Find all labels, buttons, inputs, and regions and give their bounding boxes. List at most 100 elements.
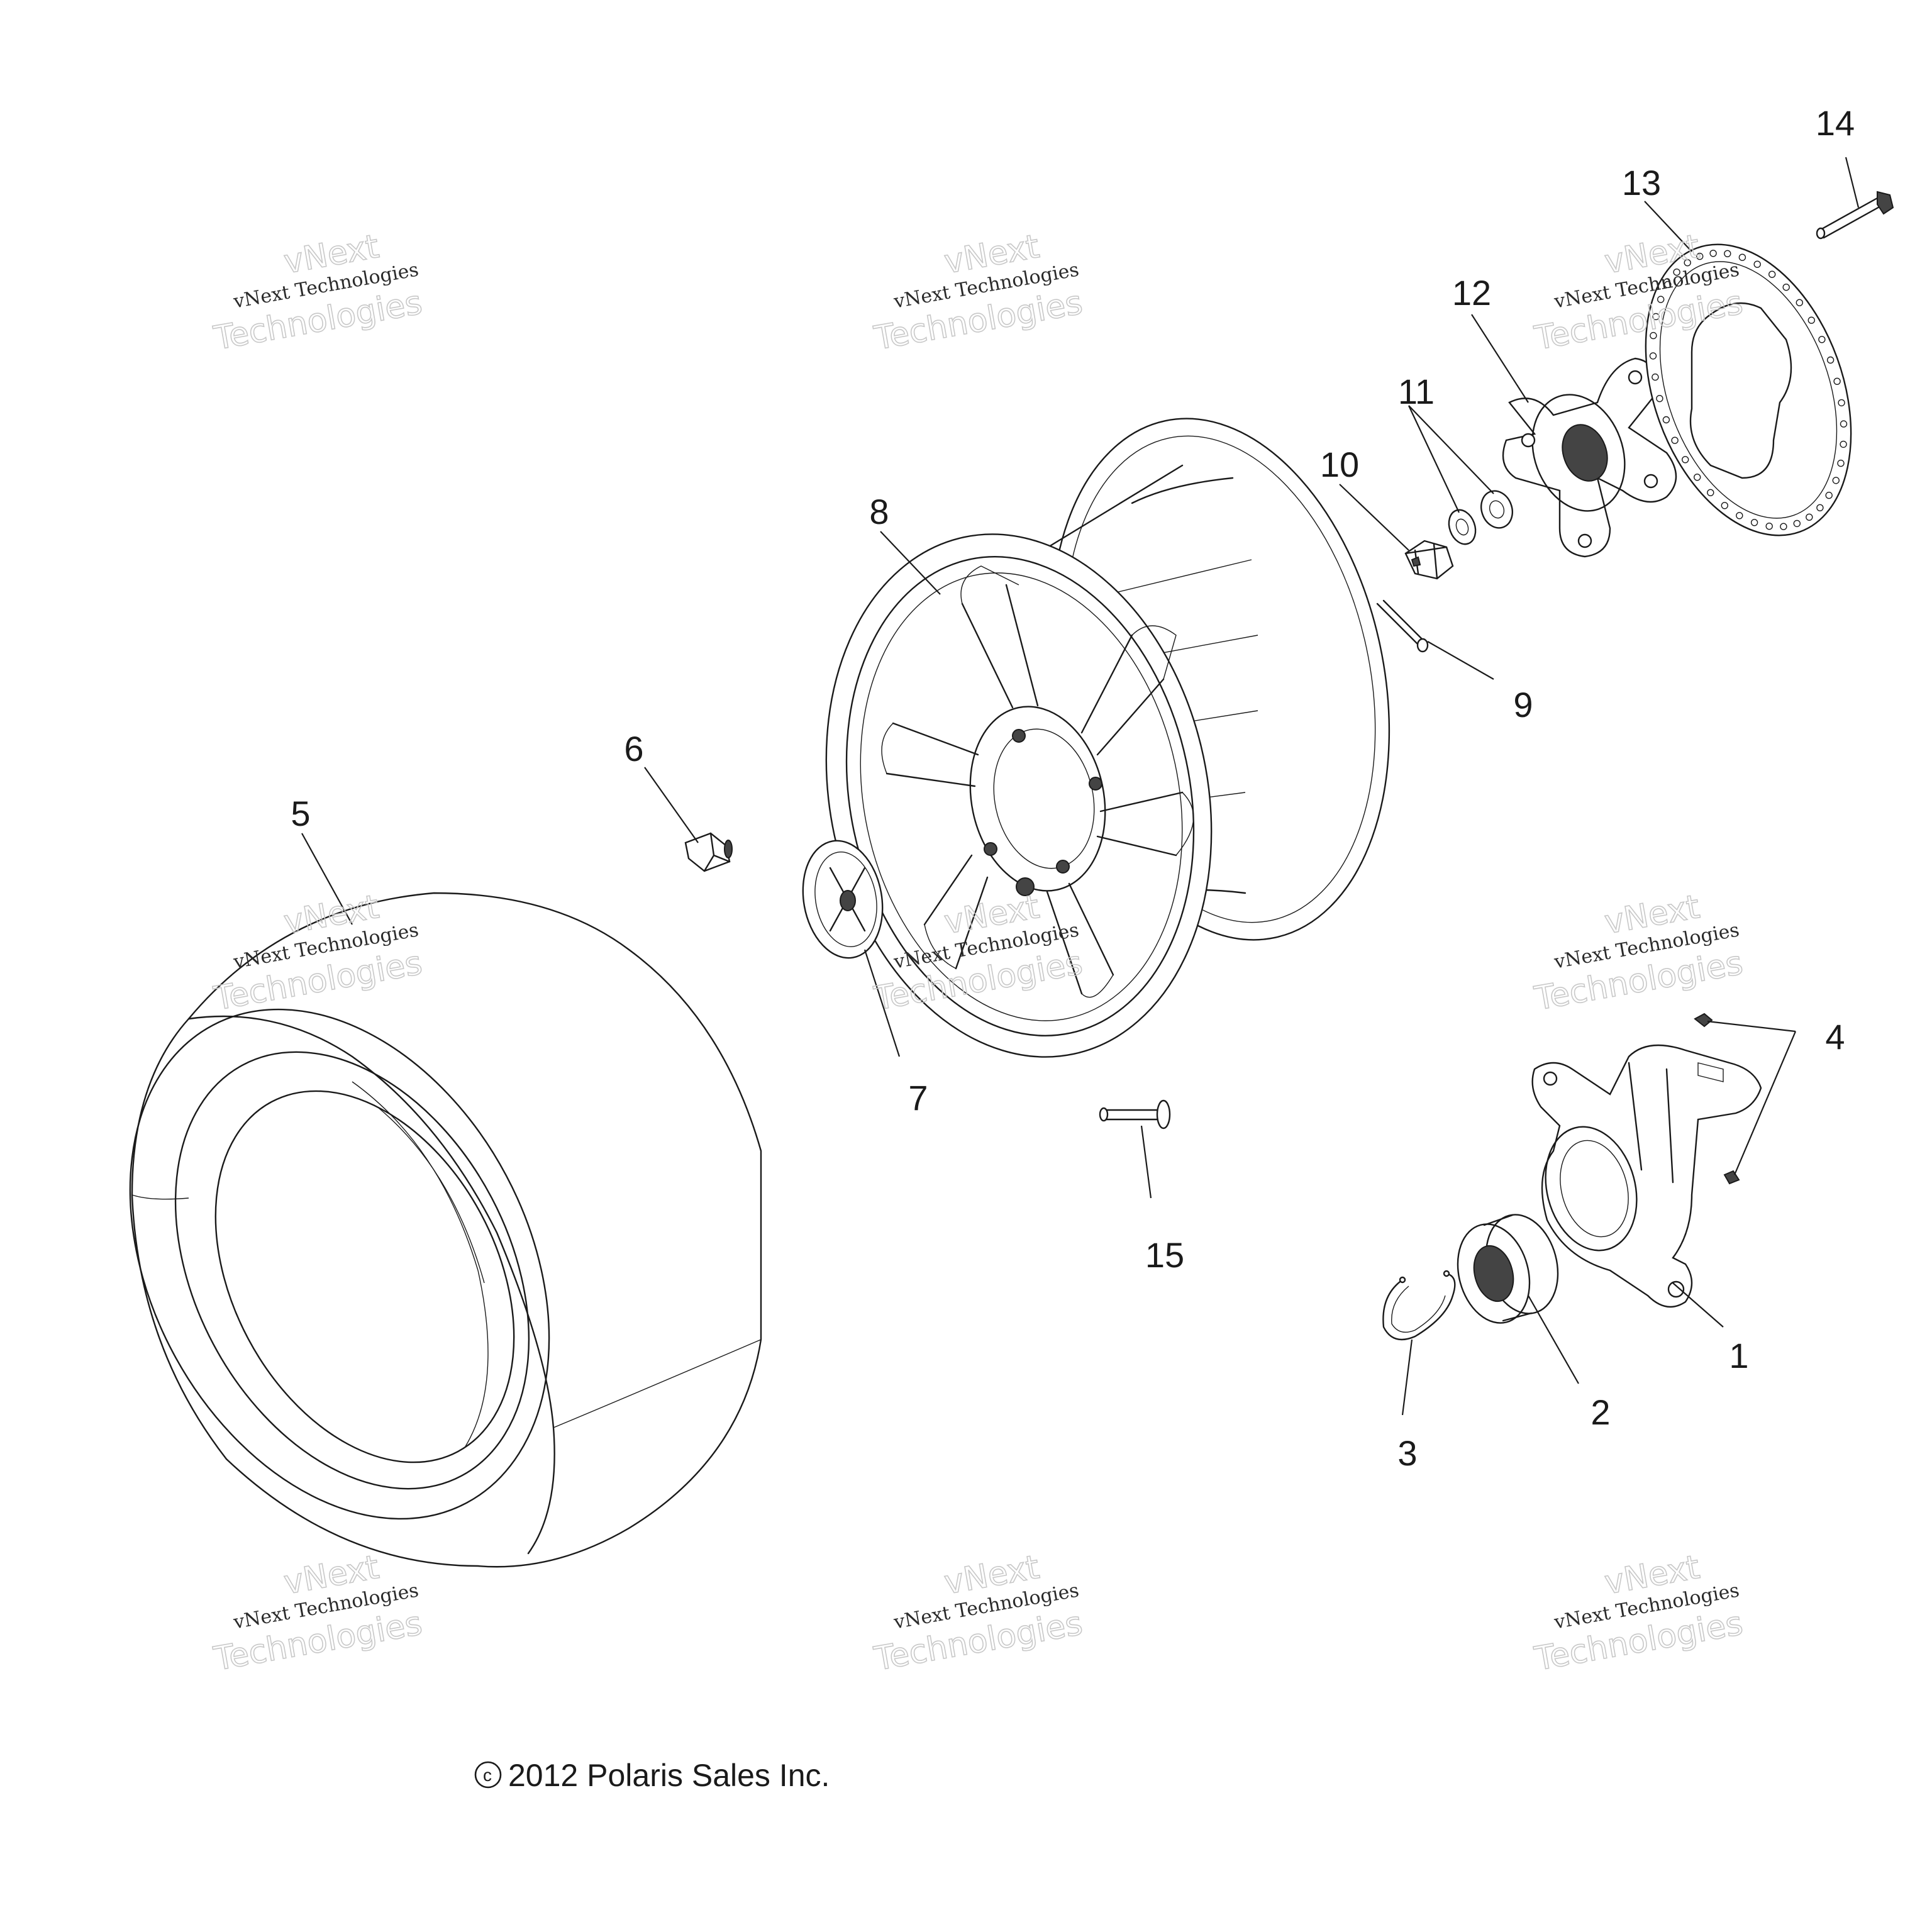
disc-hole (1837, 459, 1845, 467)
disc-hole (1721, 502, 1729, 509)
disc-hole (1673, 269, 1680, 276)
disc-hole (1840, 420, 1848, 428)
lug-nut (684, 832, 733, 872)
knuckle (1531, 1044, 1762, 1308)
disc-hole (1649, 352, 1657, 360)
disc-hole (1826, 356, 1835, 364)
callout-15: 15 (1145, 1235, 1184, 1275)
callout-7: 7 (908, 1078, 928, 1118)
disc-hole (1806, 513, 1813, 521)
disc-hole (1724, 250, 1731, 257)
disc-hole (1765, 523, 1773, 530)
svg-text:c: c (483, 1765, 492, 1785)
disc-hole (1807, 316, 1816, 324)
callout-8: 8 (869, 492, 889, 531)
screws (1694, 1013, 1740, 1185)
wheel-hub (1502, 357, 1677, 558)
disc-hole (1780, 523, 1787, 530)
leader-3 (1401, 1339, 1413, 1416)
disc-hole (1793, 519, 1801, 528)
leader-4b (1733, 1031, 1797, 1175)
callout-5: 5 (291, 794, 310, 833)
disc-hole (1825, 491, 1833, 499)
disc-hole (1696, 252, 1704, 260)
disc-hole (1662, 416, 1670, 424)
washers (1448, 490, 1513, 545)
center-cap (802, 840, 884, 959)
disc-hole (1750, 519, 1758, 526)
callout-14: 14 (1816, 103, 1855, 143)
callout-6: 6 (624, 729, 643, 769)
bearing (1457, 1214, 1559, 1324)
disc-hole (1838, 399, 1845, 407)
callout-4: 4 (1825, 1017, 1845, 1057)
leader-4a (1707, 1020, 1796, 1033)
callout-13: 13 (1622, 163, 1661, 203)
disc-hole (1664, 280, 1672, 289)
tire (129, 892, 762, 1568)
disc-hole (1832, 477, 1840, 484)
brake-disc (1645, 243, 1852, 536)
leader-11a (1408, 405, 1460, 513)
leader-7 (863, 949, 901, 1057)
disc-hole (1753, 260, 1761, 268)
leader-13 (1644, 201, 1692, 252)
leader-lines (301, 157, 1860, 1416)
disc-hole (1657, 296, 1665, 303)
leader-5 (301, 833, 353, 925)
callout-2: 2 (1591, 1392, 1610, 1432)
callout-3: 3 (1397, 1433, 1417, 1473)
callout-11: 11 (1398, 372, 1435, 411)
valve-stem (1099, 1099, 1171, 1130)
leader-6 (644, 767, 699, 843)
disc-hole (1652, 313, 1660, 321)
disc-hole (1652, 373, 1659, 381)
disc-hole (1684, 259, 1691, 267)
disc-hole (1818, 336, 1826, 343)
leader-14 (1845, 157, 1860, 208)
disc-hole (1671, 436, 1679, 444)
disc-hole (1681, 456, 1689, 464)
wheel (825, 418, 1391, 1058)
cotter-pin (1376, 599, 1429, 653)
callout-labels: 1 2 3 4 5 6 7 8 9 10 11 12 13 14 15 (291, 103, 1855, 1473)
disc-hole (1768, 270, 1776, 278)
leader-2 (1528, 1295, 1579, 1384)
leader-11b (1408, 405, 1494, 494)
callout-9: 9 (1513, 685, 1533, 724)
disc-hole (1738, 253, 1746, 261)
disc-hole (1736, 512, 1743, 519)
disc-hole (1816, 504, 1824, 511)
copyright-symbol-icon (474, 1761, 502, 1789)
disc-hole (1840, 440, 1847, 448)
disc-hole (1693, 474, 1701, 481)
copyright-notice: c 2012 Polaris Sales Inc. (474, 1758, 830, 1793)
leader-10 (1339, 484, 1409, 551)
disc-hole (1656, 395, 1663, 402)
callout-10: 10 (1320, 445, 1359, 484)
castle-nut (1404, 540, 1454, 580)
leader-8 (880, 531, 941, 595)
callout-1: 1 (1729, 1336, 1748, 1375)
callout-12: 12 (1452, 273, 1491, 313)
leader-1 (1672, 1282, 1724, 1328)
disc-hole (1796, 299, 1804, 306)
disc-hole (1782, 284, 1790, 291)
copyright-text: 2012 Polaris Sales Inc. (508, 1758, 830, 1793)
leader-9 (1427, 641, 1494, 680)
disc-hole (1833, 377, 1841, 385)
leader-12 (1471, 314, 1529, 403)
bolt (1816, 191, 1894, 240)
leader-15 (1140, 1125, 1152, 1199)
snap-ring (1382, 1270, 1456, 1341)
disc-hole (1709, 250, 1717, 257)
disc-hole (1707, 489, 1714, 496)
